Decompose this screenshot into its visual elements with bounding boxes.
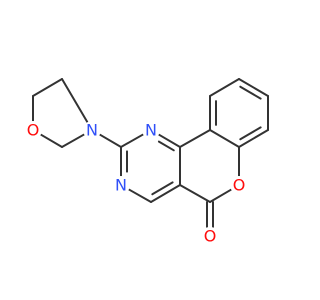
morpholine-oxygen-atom: O (24, 121, 42, 140)
morpholine-oxygen-label: O (27, 121, 40, 140)
bond-C10a-C6a (209, 129, 240, 148)
bond-C4-N3 (127, 188, 152, 203)
bond-C5-O6 (209, 188, 233, 203)
bond-Cm2-N1 (61, 78, 89, 124)
pyrimidine-nitrogen-3-label: N (115, 176, 127, 195)
bond-Cm1-Cm2 (32, 78, 63, 97)
pyrimidine-nitrogen-3-atom: N (112, 176, 130, 195)
morpholine-nitrogen-label: N (86, 121, 98, 140)
molecule-structure-diagram: O N N N O O (24, 78, 269, 246)
bond-N1-C2 (98, 133, 122, 148)
pyrimidine-nitrogen-1-atom: N (142, 121, 160, 140)
morpholine-nitrogen-atom: N (83, 121, 101, 140)
bond-C8-C9-double (239, 85, 262, 100)
carbonyl-oxygen-label: O (204, 227, 217, 246)
bond-C4a-C4 (150, 184, 181, 203)
bond-C2-N1p (120, 133, 145, 148)
bond-C4a-C4-double (151, 181, 174, 196)
lactone-ring-oxygen-label: O (233, 176, 246, 195)
carbonyl-oxygen-atom: O (201, 227, 219, 246)
bond-N1p-C10b (157, 133, 181, 148)
bond-C6a-C7 (238, 129, 269, 148)
bond-C9-C10 (209, 78, 240, 97)
atom-labels: O N N N O O (24, 121, 248, 246)
bond-N1p-C10b-double (157, 140, 175, 152)
bond-C10a-C10b (179, 129, 211, 148)
bond-N1-Cm3 (61, 133, 86, 148)
bond-C6a-C7-double (239, 126, 262, 141)
bond-C4a-C5 (179, 184, 211, 203)
lactone-ring-oxygen-atom: O (230, 176, 248, 195)
pyrimidine-nitrogen-1-label: N (145, 121, 157, 140)
bond-C8-C9 (238, 78, 269, 97)
bond-lines (32, 78, 269, 228)
bond-Cm3-O1 (39, 133, 63, 148)
